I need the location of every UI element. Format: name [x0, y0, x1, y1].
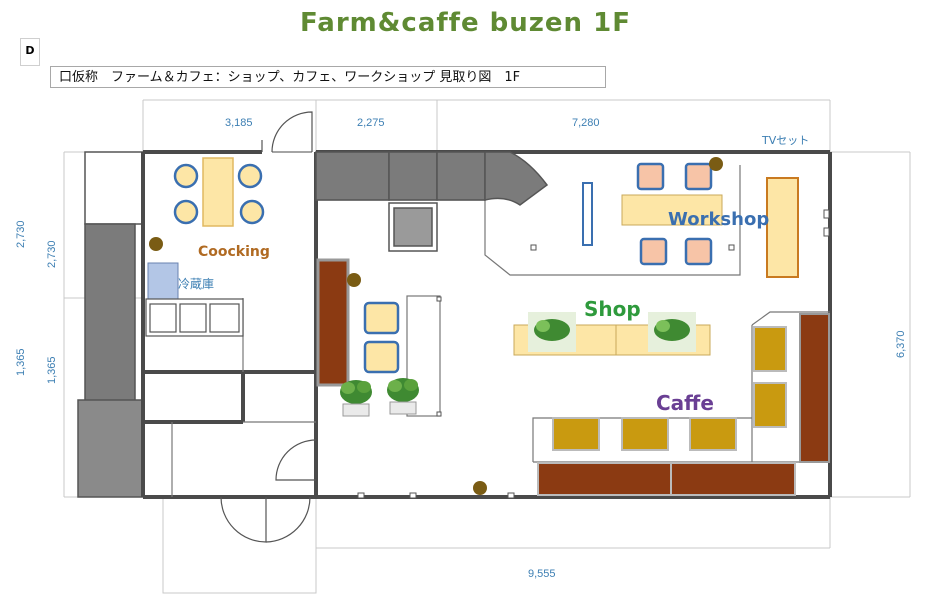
fridge-label: 冷蔵庫: [178, 277, 214, 291]
dim-left-outer-upper: 2,730: [15, 220, 27, 248]
shop-label: Shop: [584, 297, 641, 321]
plant-pots: [340, 378, 419, 417]
wall-markers: [357, 209, 830, 499]
workshop-board: [582, 182, 593, 246]
workshop-table: [621, 194, 723, 226]
dimension-lines: [63, 99, 911, 594]
kitchen: [173, 157, 265, 227]
cafe-benches: [537, 462, 796, 496]
workshop-label: Workshop: [668, 209, 769, 230]
dim-bottom: 9,555: [528, 568, 556, 580]
kitchen-counter: [145, 298, 244, 337]
tv-label: TVセット: [761, 134, 809, 147]
doors: [220, 111, 317, 543]
kitchen-label: Coocking: [198, 244, 270, 260]
exterior-units: [77, 151, 144, 498]
cafe-seats: [552, 326, 787, 451]
shop-small-tables: [363, 301, 400, 374]
dim-top-mid: 2,275: [357, 117, 385, 129]
shop-display-plants: [528, 312, 696, 352]
shop-shelf: [316, 258, 350, 387]
fridge: [147, 262, 179, 300]
plan-subtitle: 口仮称 ファーム＆カフェ：ショップ、カフェ、ワークショップ 見取り図 1F: [50, 66, 606, 88]
corner-tag: D: [20, 38, 40, 66]
dim-left-inner-upper: 2,730: [46, 240, 58, 268]
workshop-chairs: [636, 162, 713, 266]
dim-top-right: 7,280: [572, 117, 600, 129]
cafe-wall-bench: [799, 313, 830, 463]
dim-right: 6,370: [895, 330, 907, 358]
dim-left-outer-lower: 1,365: [15, 348, 27, 376]
dim-left-inner-lower: 1,365: [46, 356, 58, 384]
plan-title: Farm&caffe buzen 1F: [300, 8, 631, 38]
support-posts: [149, 157, 723, 495]
cafe-label: Caffe: [656, 391, 714, 415]
storage-counters: [315, 151, 549, 252]
dim-top-left: 3,185: [225, 117, 253, 129]
tv-stand: [766, 177, 799, 278]
